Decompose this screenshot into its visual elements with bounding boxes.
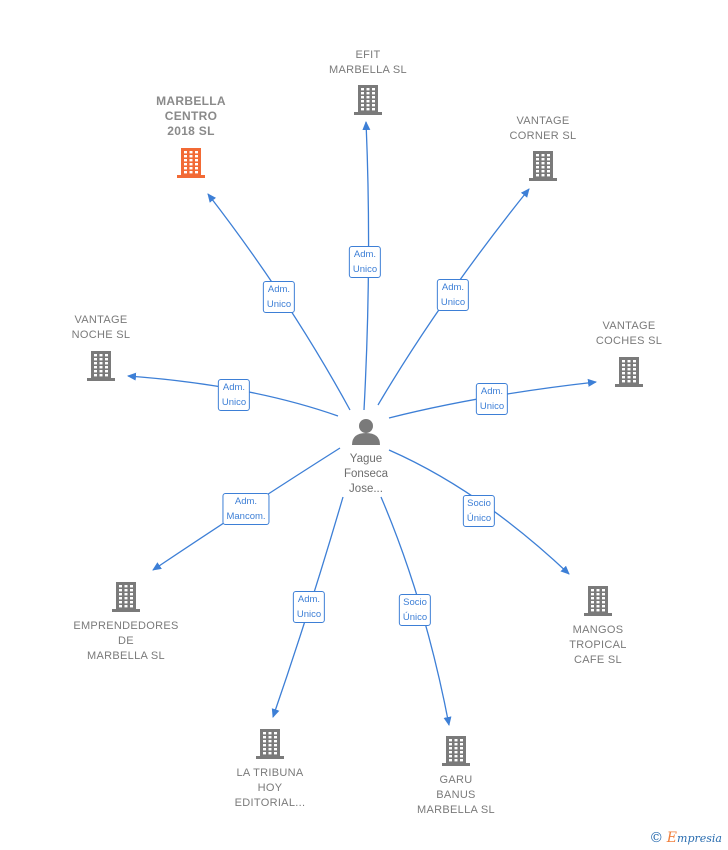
edge-label-efit[interactable]: Adm. Unico bbox=[348, 246, 382, 278]
center-person-label-line: Fonseca bbox=[343, 468, 389, 480]
node-label-vantage-noche: VANTAGE NOCHE SL bbox=[31, 313, 171, 343]
edge-label-marbella-centro[interactable]: Adm. Unico bbox=[262, 281, 296, 313]
node-label-la-tribuna-line: LA TRIBUNA bbox=[236, 767, 304, 779]
node-label-la-tribuna: LA TRIBUNA HOY EDITORIAL... bbox=[200, 766, 340, 811]
node-label-garu-line: GARU bbox=[439, 774, 473, 786]
edge-label-emprendedores[interactable]: Adm. Mancom. bbox=[222, 493, 270, 525]
node-label-efit-line: MARBELLA SL bbox=[329, 64, 407, 76]
node-label-emprendedores-line: MARBELLA SL bbox=[87, 650, 165, 662]
building-icon[interactable] bbox=[584, 586, 612, 616]
node-label-mangos: MANGOS TROPICAL CAFE SL bbox=[528, 623, 668, 668]
edge-label-line: Unico bbox=[221, 397, 247, 408]
edge-label-line: Unico bbox=[266, 299, 292, 310]
center-person-label-line: Jose... bbox=[349, 483, 383, 495]
edge-label-vantage-noche[interactable]: Adm. Unico bbox=[217, 379, 251, 411]
edge-label-line: Adm. bbox=[441, 282, 465, 293]
node-label-la-tribuna-line: EDITORIAL... bbox=[234, 797, 306, 809]
icons-layer bbox=[87, 85, 643, 766]
edge-label-line: Único bbox=[402, 612, 428, 623]
node-label-vantage-corner-line: CORNER SL bbox=[509, 130, 577, 142]
node-label-vantage-coches-line: COCHES SL bbox=[595, 335, 663, 347]
node-label-efit: EFIT MARBELLA SL bbox=[298, 48, 438, 78]
node-label-vantage-corner: VANTAGE CORNER SL bbox=[473, 114, 613, 144]
edge-label-line: Mancom. bbox=[226, 511, 266, 522]
edge-label-line: Adm. bbox=[353, 249, 377, 260]
edge-label-line: Unico bbox=[440, 297, 466, 308]
node-label-mangos-line: CAFE SL bbox=[574, 654, 622, 666]
building-icon[interactable] bbox=[354, 85, 382, 115]
node-label-marbella-centro-line: 2018 SL bbox=[167, 124, 215, 138]
edge-label-line: Adm. bbox=[222, 382, 246, 393]
node-label-emprendedores-line: EMPRENDEDORES bbox=[73, 620, 179, 632]
person-icon[interactable] bbox=[352, 419, 380, 445]
edge-label-line: Socio bbox=[467, 498, 491, 509]
node-label-garu: GARU BANUS MARBELLA SL bbox=[386, 773, 526, 818]
building-icon[interactable] bbox=[529, 151, 557, 181]
edge-label-line: Unico bbox=[352, 264, 378, 275]
edge-label-line: Adm. bbox=[234, 496, 258, 507]
edge-label-line: Adm. bbox=[297, 594, 321, 605]
edge-label-line: Adm. bbox=[267, 284, 291, 295]
node-label-mangos-line: TROPICAL bbox=[569, 639, 627, 651]
node-label-marbella-centro-line: CENTRO bbox=[164, 109, 218, 123]
building-icon[interactable] bbox=[615, 357, 643, 387]
node-label-garu-line: BANUS bbox=[436, 789, 476, 801]
brand-initial: E bbox=[666, 830, 678, 846]
edge-label-vantage-coches[interactable]: Adm. Unico bbox=[475, 383, 509, 415]
node-label-vantage-noche-line: NOCHE SL bbox=[71, 329, 131, 341]
edge-label-line: Único bbox=[466, 513, 492, 524]
building-icon[interactable] bbox=[177, 148, 205, 178]
building-icon[interactable] bbox=[112, 582, 140, 612]
node-label-garu-line: MARBELLA SL bbox=[417, 804, 495, 816]
node-label-vantage-coches: VANTAGE COCHES SL bbox=[559, 319, 699, 349]
center-person-label-line: Yague bbox=[349, 453, 383, 465]
building-icon[interactable] bbox=[442, 736, 470, 766]
brand-name: mpresia bbox=[677, 832, 722, 845]
node-label-emprendedores: EMPRENDEDORES DE MARBELLA SL bbox=[56, 619, 196, 664]
copyright-symbol: © bbox=[649, 830, 664, 846]
building-icon[interactable] bbox=[87, 351, 115, 381]
node-label-vantage-coches-line: VANTAGE bbox=[602, 320, 656, 332]
empresia-brand[interactable]: © Empresia bbox=[649, 830, 722, 846]
edge-label-vantage-corner[interactable]: Adm. Unico bbox=[436, 279, 470, 311]
node-label-mangos-line: MANGOS bbox=[572, 624, 624, 636]
edge-label-line: Socio bbox=[403, 597, 427, 608]
building-icon[interactable] bbox=[256, 729, 284, 759]
node-label-vantage-noche-line: VANTAGE bbox=[74, 314, 128, 326]
node-label-efit-line: EFIT bbox=[355, 49, 381, 61]
node-label-vantage-corner-line: VANTAGE bbox=[516, 115, 570, 127]
edge-label-la-tribuna[interactable]: Adm. Unico bbox=[292, 591, 326, 623]
edge-label-line: Unico bbox=[479, 401, 505, 412]
node-label-marbella-centro-line: MARBELLA bbox=[156, 94, 226, 108]
node-label-la-tribuna-line: HOY bbox=[257, 782, 283, 794]
node-label-emprendedores-line: DE bbox=[118, 635, 134, 647]
edge-label-line: Adm. bbox=[480, 386, 504, 397]
edge-label-line: Unico bbox=[296, 609, 322, 620]
